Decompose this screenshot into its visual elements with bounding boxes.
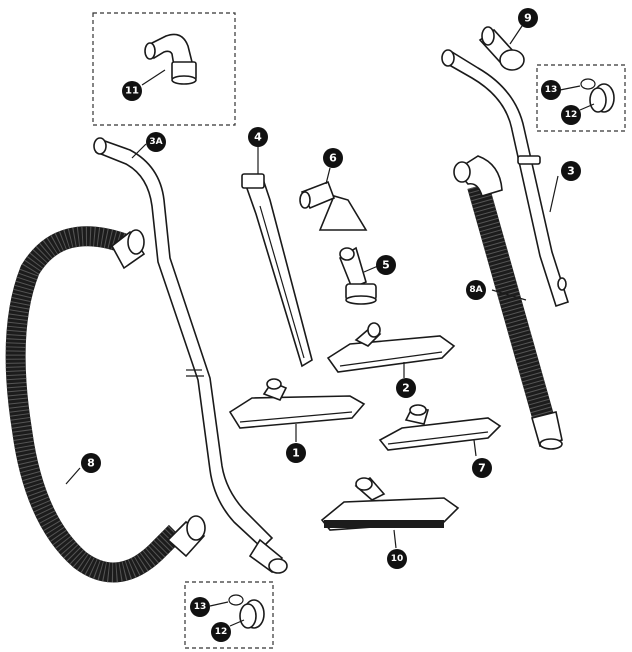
callout-11-label: 11	[125, 86, 139, 97]
leader-line-10	[393, 529, 397, 549]
leader-line-6	[325, 167, 331, 185]
callout-13-top: 13	[541, 80, 561, 100]
floor-tool-7-part	[378, 404, 502, 451]
wand-tube-3a-part	[93, 137, 274, 550]
leader-line-13-top	[559, 85, 581, 91]
callout-4: 4	[248, 127, 268, 147]
adapter-part	[339, 246, 377, 305]
callout-3-label: 3	[567, 165, 575, 178]
callout-6: 6	[323, 148, 343, 168]
elbow-connector-part	[144, 33, 197, 85]
callout-12-bottom-label: 12	[215, 627, 228, 637]
callout-8a-label: 8A	[469, 285, 482, 295]
hose-8-part	[5, 226, 206, 583]
callout-5-label: 5	[382, 259, 390, 272]
callout-2: 2	[396, 378, 416, 398]
leader-line-5	[363, 265, 379, 273]
callout-11: 11	[122, 81, 142, 101]
callout-10: 10	[387, 549, 407, 569]
callout-12-bottom: 12	[211, 622, 231, 642]
leader-line-13-bottom	[209, 601, 229, 607]
callout-9-label: 9	[524, 12, 532, 25]
swivel-cuff-part	[478, 26, 525, 71]
leader-line-11	[141, 69, 166, 86]
wand-tube-3-part	[441, 49, 570, 308]
callout-7-label: 7	[478, 462, 486, 475]
leader-line-8	[65, 467, 81, 485]
callout-13-top-label: 13	[545, 85, 558, 95]
o-ring-13-top-part	[580, 78, 596, 90]
leader-line-3	[549, 175, 559, 213]
upholstery-tool-part	[299, 180, 368, 231]
o-ring-13-bottom-part	[228, 594, 244, 606]
callout-13-bottom-label: 13	[194, 602, 207, 612]
callout-8a: 8A	[466, 280, 486, 300]
leader-line-12-bottom	[229, 619, 245, 627]
callout-5: 5	[376, 255, 396, 275]
leader-line-9	[509, 25, 523, 45]
floor-tool-10-part	[320, 476, 460, 531]
callout-7: 7	[472, 458, 492, 478]
leader-line-12-top	[579, 103, 595, 111]
callout-12-top: 12	[561, 105, 581, 125]
callout-8: 8	[81, 453, 101, 473]
cap-12-top-part	[589, 83, 615, 113]
callout-6-label: 6	[329, 152, 337, 165]
callout-4-label: 4	[254, 131, 262, 144]
callout-3a: 3A	[146, 132, 166, 152]
elbow-detail-box	[92, 12, 236, 126]
callout-12-top-label: 12	[565, 110, 578, 120]
callout-1-label: 1	[292, 447, 300, 460]
crevice-tool-part	[241, 173, 313, 368]
leader-line-8a	[491, 289, 527, 301]
callout-1: 1	[286, 443, 306, 463]
callout-8-label: 8	[87, 457, 95, 470]
callout-3: 3	[561, 161, 581, 181]
callout-3a-label: 3A	[149, 137, 162, 147]
floor-tool-1-part	[228, 378, 366, 429]
callout-10-label: 10	[391, 554, 404, 564]
cap-detail-box-bottom	[184, 581, 274, 649]
callout-9: 9	[518, 8, 538, 28]
cap-detail-box-top	[536, 64, 626, 132]
cap-12-bottom-part	[239, 599, 265, 629]
leader-line-7	[473, 439, 477, 457]
floor-tool-2-part	[326, 322, 456, 373]
callout-13-bottom: 13	[190, 597, 210, 617]
leader-line-3a	[131, 143, 147, 159]
hose-8a-part	[453, 155, 563, 450]
callout-2-label: 2	[402, 382, 410, 395]
wand-cuff-3a	[248, 538, 288, 574]
